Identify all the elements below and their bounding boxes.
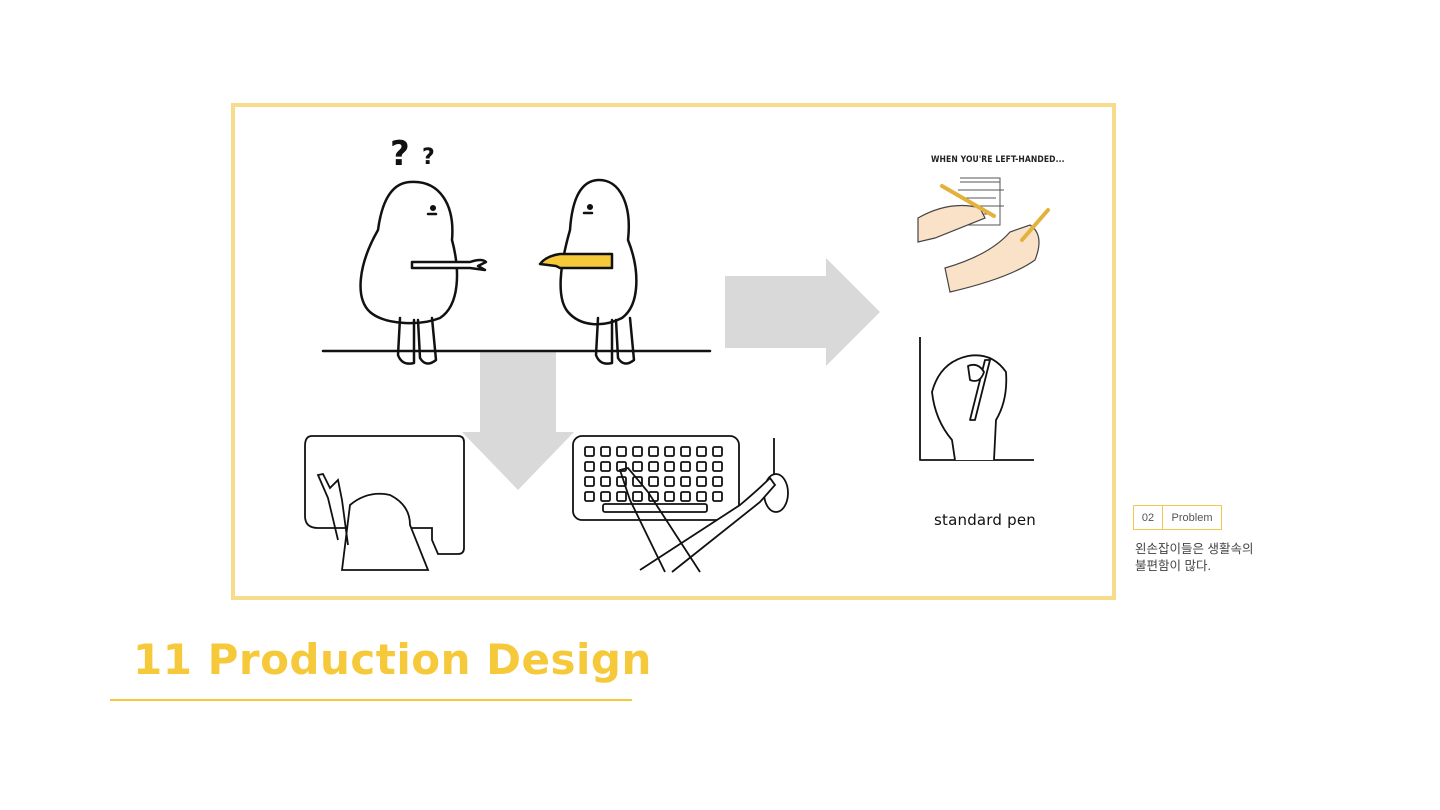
- title-underline: [110, 699, 632, 701]
- problem-description: 왼손잡이들은 생활속의 불편함이 많다.: [1135, 541, 1295, 575]
- illustration-frame: [231, 103, 1116, 600]
- keyboard-scene: [572, 435, 789, 573]
- question-marks-icon: ?: [390, 134, 410, 174]
- section-tag: 02 Problem: [1133, 505, 1222, 530]
- description-line: 왼손잡이들은 생활속의: [1135, 542, 1254, 556]
- characters-scene: ? ?: [321, 134, 712, 365]
- section-number: 02: [1134, 506, 1163, 529]
- left-handed-panel: [917, 177, 1050, 293]
- svg-text:?: ?: [422, 145, 435, 170]
- standard-pen-panel: [919, 337, 1034, 461]
- section-label: Problem: [1171, 511, 1213, 524]
- standard-pen-caption: standard pen: [934, 511, 1036, 529]
- desk-scene: [304, 435, 465, 571]
- description-line: 불편함이 많다.: [1135, 559, 1211, 573]
- left-handed-caption: WHEN YOU'RE LEFT-HANDED...: [931, 155, 1065, 165]
- page-title: 11 Production Design: [133, 635, 652, 684]
- arrow-down-icon: [462, 352, 574, 490]
- arrow-right-icon: [725, 258, 880, 366]
